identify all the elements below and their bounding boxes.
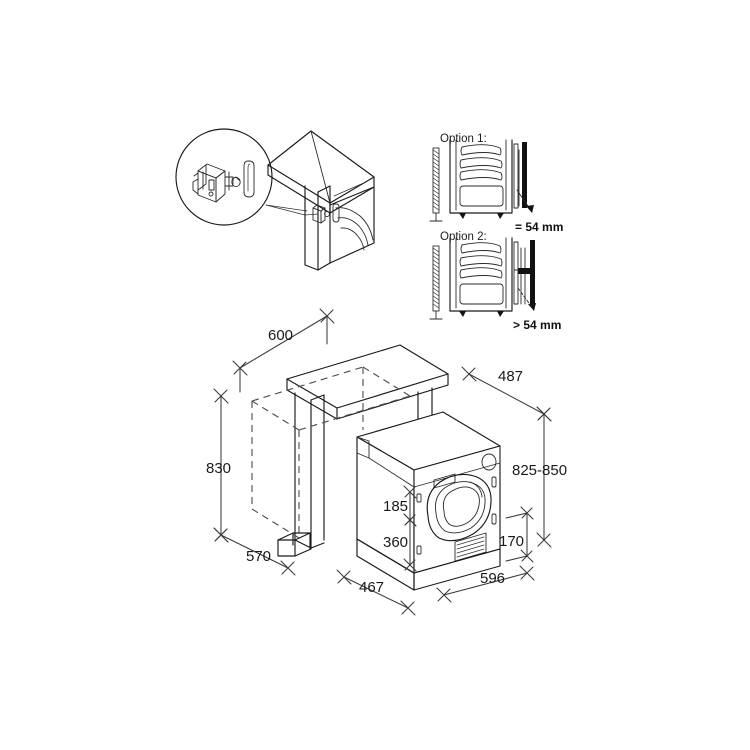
option1-arrow-head	[526, 205, 534, 213]
appliance-door	[426, 473, 492, 542]
dimension-825-850-label: 825-850	[512, 462, 567, 479]
control-dial	[481, 453, 497, 471]
option1-side-panel	[513, 142, 527, 209]
worktop-slab-detail	[267, 130, 375, 214]
dimension-596-label: 596	[480, 570, 505, 587]
magnifier-circle-fill	[176, 129, 272, 225]
option-1-label: Option 1:	[440, 133, 487, 145]
dimension-467-label: 467	[359, 579, 384, 596]
dimension-185: 185	[383, 485, 417, 527]
dimension-596: 596	[436, 565, 535, 603]
door-latch-lower	[491, 513, 497, 525]
option2-side-panel	[513, 240, 535, 306]
option1-wall	[429, 147, 443, 222]
niche-hidden-outline	[251, 366, 411, 539]
spacer-pad-icon	[243, 160, 255, 198]
vent-grille	[454, 532, 487, 562]
cabinet-left-panel-foot	[310, 542, 325, 549]
cabinet-left-panel-inner	[310, 394, 325, 541]
dimension-360-label: 360	[383, 534, 408, 551]
dimension-830-label: 830	[206, 460, 231, 477]
option1-appliance	[449, 139, 513, 219]
worktop-top-face	[287, 345, 448, 408]
mounting-bracket-icon	[192, 163, 241, 203]
hinge-upper	[416, 493, 422, 503]
dimension-830: 830	[206, 388, 231, 543]
worktop-side-edge	[336, 373, 449, 420]
bracket-mounted-icon	[312, 204, 330, 224]
option-1-clearance-label: = 54 mm	[515, 220, 563, 234]
dimension-185-label: 185	[383, 498, 408, 515]
dimension-570: 570	[213, 527, 296, 576]
appliance-isometric-view	[356, 411, 501, 591]
option2-arrow-head	[528, 303, 536, 311]
dimension-600: 600	[232, 308, 335, 393]
dimension-825-850: 825-850	[512, 406, 567, 548]
detail-leader-line-2	[265, 204, 308, 212]
option-2-clearance-label: > 54 mm	[513, 318, 561, 332]
dimension-570-label: 570	[246, 548, 271, 565]
worktop-front-edge	[286, 378, 338, 420]
appliance-left-face	[357, 437, 414, 573]
dimension-170-label: 170	[499, 533, 524, 550]
bracket-fixing-detail-view	[175, 128, 375, 271]
hinge-lower	[416, 545, 422, 555]
cabinet-plinth	[277, 532, 312, 557]
cabinet-left-panel	[294, 392, 312, 549]
appliance-corner-detail	[304, 181, 375, 271]
option2-appliance	[449, 237, 513, 317]
dimension-487: 487	[461, 366, 552, 422]
dimension-600-label: 600	[268, 327, 293, 344]
spacer-pad-mounted-icon	[332, 203, 340, 223]
option-2-label: Option 2:	[440, 231, 487, 243]
dimension-467: 467	[336, 569, 416, 616]
dimension-170: 170	[499, 506, 534, 563]
appliance-plinth	[356, 538, 501, 591]
dimension-360: 360	[383, 513, 417, 572]
option-2-diagram: Option 2:	[429, 231, 561, 332]
door-latch-upper	[491, 476, 497, 488]
option2-wall	[429, 245, 443, 320]
display-slot	[433, 473, 456, 489]
option-1-diagram: Option 1:	[429, 133, 563, 234]
dimension-487-label: 487	[498, 368, 523, 385]
